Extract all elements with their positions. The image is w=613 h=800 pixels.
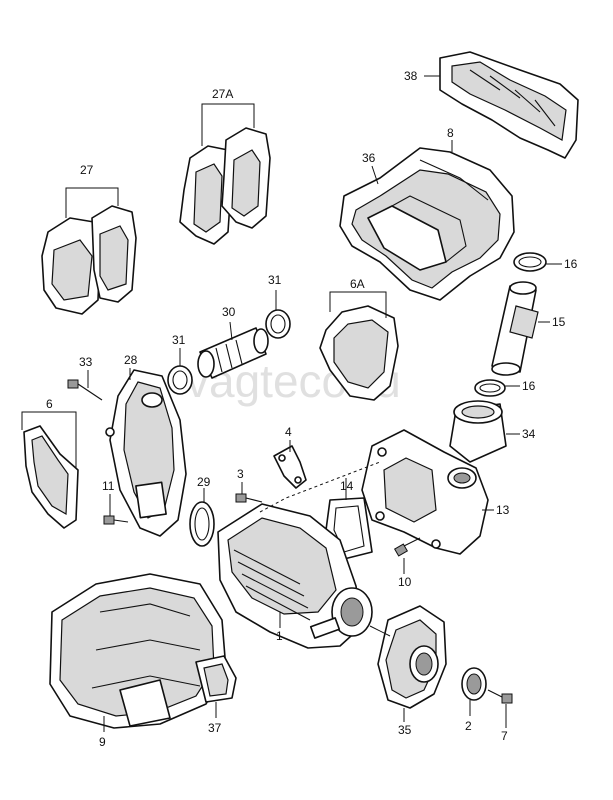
part-13-flange bbox=[361, 429, 489, 555]
leader-36 bbox=[371, 165, 379, 185]
callout-15: 15 bbox=[552, 315, 566, 329]
callout-30: 30 bbox=[222, 305, 236, 319]
callout-4: 4 bbox=[285, 425, 292, 439]
part-38-heat-shield bbox=[439, 51, 579, 159]
part-15-hose bbox=[491, 281, 539, 376]
leader-30 bbox=[229, 321, 233, 341]
callout-9: 9 bbox=[99, 735, 106, 749]
callout-13: 13 bbox=[496, 503, 510, 517]
callout-2: 2 bbox=[465, 719, 472, 733]
o-ring-inner bbox=[194, 507, 210, 541]
part-10-bolt bbox=[393, 537, 421, 557]
leader-6A bbox=[329, 291, 387, 318]
callout-29: 29 bbox=[197, 475, 211, 489]
callout-6: 6 bbox=[46, 397, 53, 411]
part-27A-air-guide bbox=[179, 127, 271, 245]
callout-34: 34 bbox=[522, 427, 536, 441]
part-28-silencer bbox=[105, 369, 187, 537]
callout-16b: 16 bbox=[522, 379, 536, 393]
callout-28: 28 bbox=[124, 353, 138, 367]
part-11-bolt bbox=[103, 515, 129, 525]
part-27-air-guide bbox=[41, 205, 137, 315]
part-16-seal-upper bbox=[513, 252, 547, 272]
callout-3: 3 bbox=[237, 467, 244, 481]
callout-33: 33 bbox=[79, 355, 93, 369]
part-31-clamp-right bbox=[265, 309, 291, 339]
callout-1: 1 bbox=[276, 629, 283, 643]
callout-38: 38 bbox=[404, 69, 418, 83]
part-30-hose bbox=[197, 327, 269, 379]
assembly-line-compressor bbox=[259, 461, 381, 513]
part-33-bolt bbox=[67, 379, 103, 401]
part-2-seal bbox=[461, 667, 487, 701]
assembly-line-outlet bbox=[369, 625, 391, 637]
part-4-bracket bbox=[273, 445, 307, 489]
part-35-outlet bbox=[377, 605, 447, 709]
callout-10: 10 bbox=[398, 575, 412, 589]
callout-7: 7 bbox=[501, 729, 508, 743]
callout-35: 35 bbox=[398, 723, 412, 737]
part-6A-cover bbox=[319, 305, 399, 401]
part-9-engine-cover bbox=[49, 573, 227, 729]
callout-14: 14 bbox=[340, 479, 354, 493]
part-7-bolt bbox=[487, 689, 513, 704]
part-8-intercooler-housing bbox=[339, 147, 515, 301]
leader-6 bbox=[21, 411, 77, 468]
part-16-seal-lower bbox=[474, 379, 506, 397]
callout-37: 37 bbox=[208, 721, 222, 735]
leader-27A bbox=[201, 103, 255, 146]
seal-upper-inner bbox=[518, 256, 542, 268]
part-31-clamp-left bbox=[167, 365, 193, 395]
part-37-clip bbox=[195, 655, 237, 703]
callout-11: 11 bbox=[102, 479, 115, 493]
part-1-compressor bbox=[217, 503, 373, 649]
callout-16a: 16 bbox=[564, 257, 578, 271]
callout-8: 8 bbox=[447, 126, 454, 140]
callout-6A: 6A bbox=[350, 277, 365, 291]
callout-31a: 31 bbox=[172, 333, 186, 347]
callout-31b: 31 bbox=[268, 273, 282, 287]
part-6-bracket bbox=[23, 425, 79, 529]
leader-27 bbox=[65, 187, 119, 218]
callout-36: 36 bbox=[362, 151, 376, 165]
part-3-bolt bbox=[235, 493, 263, 503]
callout-27: 27 bbox=[80, 163, 94, 177]
callout-27A: 27A bbox=[212, 87, 233, 101]
part-34-pipe bbox=[449, 400, 507, 463]
part-29-o-ring bbox=[189, 501, 215, 547]
seal-lower-inner bbox=[479, 383, 501, 393]
